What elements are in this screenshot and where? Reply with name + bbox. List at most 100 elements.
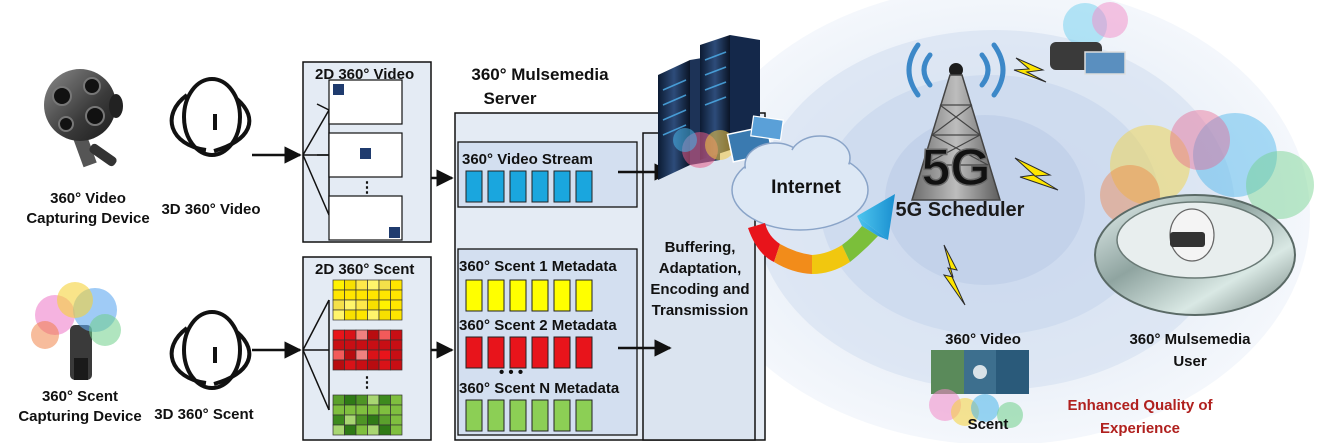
packet — [575, 336, 593, 369]
video-panel-dots: ⋮ — [360, 179, 375, 196]
scent-cell — [378, 279, 391, 291]
scent-cell — [355, 394, 368, 406]
packet — [487, 170, 505, 203]
scent-cell — [344, 309, 357, 321]
scent-cell — [367, 424, 380, 436]
qoe-label-line2: Experience — [1100, 420, 1180, 437]
tower-5g-text: 5G — [921, 139, 990, 197]
scent-cell — [390, 404, 403, 416]
scent-cell — [344, 359, 357, 371]
scent-cell — [390, 394, 403, 406]
scent-cell — [367, 359, 380, 371]
scent-cell — [355, 349, 368, 361]
packet — [509, 336, 527, 369]
scent-cell — [344, 394, 357, 406]
processing-line2: Adaptation, — [659, 260, 742, 277]
video-panel-title: 2D 360° Video — [315, 66, 414, 83]
scheduler-label: 5G Scheduler — [896, 199, 1025, 221]
scent-cell — [332, 299, 345, 311]
scent-cell — [344, 279, 357, 291]
scent-cell — [367, 414, 380, 426]
video-device-label-line1: 360° Video — [50, 190, 126, 207]
processing-line3: Encoding and — [650, 281, 749, 298]
scent1-packets — [465, 279, 593, 312]
scent-cell — [355, 279, 368, 291]
5g-tower-icon — [906, 42, 1006, 201]
scent-cell — [332, 329, 345, 341]
scent-cell — [344, 424, 357, 436]
scent-cell — [367, 404, 380, 416]
rotation-360-icon — [169, 77, 252, 157]
scent-cell — [355, 299, 368, 311]
scent-cell — [332, 309, 345, 321]
scent-cell — [344, 414, 357, 426]
scent-cell — [367, 394, 380, 406]
scent-cell — [378, 339, 391, 351]
scent-cell — [367, 289, 380, 301]
packet — [531, 336, 549, 369]
scent-cell — [390, 309, 403, 321]
scent-cell — [367, 349, 380, 361]
scent1-label: 360° Scent 1 Metadata — [459, 258, 617, 275]
scent-cell — [332, 394, 345, 406]
scent-cell — [378, 404, 391, 416]
processing-line4: Transmission — [652, 302, 749, 319]
scent2-packets — [465, 336, 593, 369]
scent-cell — [344, 404, 357, 416]
scentN-packets — [465, 399, 593, 432]
scent-cell — [390, 279, 403, 291]
scent-cell — [367, 329, 380, 341]
scent-cell — [332, 279, 345, 291]
server-title-line2: Server — [484, 89, 537, 108]
packet — [553, 279, 571, 312]
scent-cell — [390, 349, 403, 361]
user-label-line2: User — [1173, 353, 1207, 370]
scent-cell — [378, 414, 391, 426]
scent-cell — [355, 339, 368, 351]
scent-cell — [378, 289, 391, 301]
scent-format-label: 3D 360° Scent — [154, 406, 253, 423]
packet — [487, 399, 505, 432]
packet — [509, 399, 527, 432]
internet-label: Internet — [771, 177, 841, 198]
scent-cell — [332, 339, 345, 351]
packet — [509, 170, 527, 203]
scent-cell — [390, 289, 403, 301]
packet — [575, 170, 593, 203]
video-scent-thumbnail-icon — [929, 350, 1029, 428]
packet — [509, 279, 527, 312]
scent-cell — [355, 424, 368, 436]
user-video-label: 360° Video — [945, 331, 1021, 348]
packet — [553, 399, 571, 432]
scent-cell — [355, 289, 368, 301]
video-format-label: 3D 360° Video — [161, 201, 260, 218]
packet — [575, 399, 593, 432]
scent-cell — [378, 394, 391, 406]
packet — [531, 399, 549, 432]
scent-device-label-line2: Capturing Device — [18, 408, 141, 425]
transmission-curved-arrow — [748, 194, 895, 274]
scent-cell — [367, 279, 380, 291]
packet — [465, 399, 483, 432]
packet — [465, 279, 483, 312]
packet — [487, 279, 505, 312]
scent-cell — [378, 349, 391, 361]
scent-cell — [390, 359, 403, 371]
video-stream-label: 360° Video Stream — [462, 151, 593, 168]
scent-cell — [390, 424, 403, 436]
scent-cell — [332, 289, 345, 301]
vr-headset-icon — [1050, 2, 1128, 75]
packet — [465, 336, 483, 369]
scent-cell — [332, 424, 345, 436]
scent-cell — [344, 329, 357, 341]
scent-cell — [344, 299, 357, 311]
scent-cell — [390, 329, 403, 341]
packet — [465, 170, 483, 203]
scent2-label: 360° Scent 2 Metadata — [459, 317, 617, 334]
scent-cell — [344, 339, 357, 351]
scent-cell — [332, 359, 345, 371]
qoe-label-line1: Enhanced Quality of — [1067, 397, 1213, 414]
scent-device-label-line1: 360° Scent — [42, 388, 118, 405]
video-2d-panel — [302, 61, 432, 243]
